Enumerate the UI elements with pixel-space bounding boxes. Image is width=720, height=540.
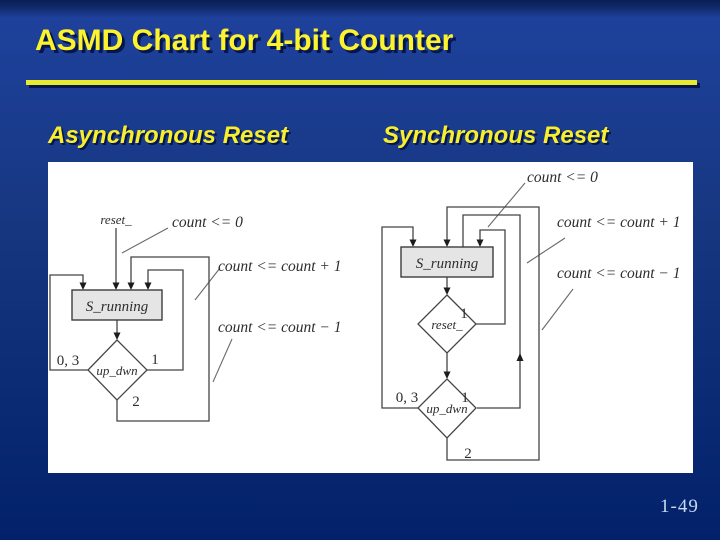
arrowhead (443, 287, 451, 295)
title-underline (26, 80, 697, 85)
async-reset-action-pointer-line (121, 227, 169, 254)
sync-branch-bottom-label: 2 (464, 446, 472, 462)
async-increment-pointer-line (194, 267, 221, 301)
arrowhead (443, 371, 451, 379)
sync-decision1-branch-label: 1 (460, 306, 468, 322)
arrowhead (476, 239, 484, 247)
heading-asynchronous-reset: Asynchronous Reset (48, 122, 289, 149)
sync-decrement-pointer-line (541, 288, 574, 331)
page-number: 1-49 (660, 496, 699, 517)
arrowhead (113, 332, 121, 340)
arrowhead (144, 282, 152, 290)
sync-branch-right-label: 1 (461, 390, 469, 406)
async-reset-diagram: reset_ count <= 0 S_running up_dwn 0, 3 … (49, 212, 342, 422)
async-increment-action-label: count <= count + 1 (218, 258, 342, 275)
arrowhead (112, 282, 120, 290)
sync-reset-action-pointer-line (487, 182, 526, 228)
sync-increment-loop (462, 214, 521, 409)
async-updwn-diamond (87, 339, 148, 401)
sync-branch-left-label: 0, 3 (396, 390, 419, 406)
sync-increment-pointer-line (526, 237, 566, 264)
diagram-panel: reset_ count <= 0 S_running up_dwn 0, 3 … (48, 162, 693, 473)
sync-updwn-diamond (417, 378, 477, 439)
slide-title: ASMD Chart for 4-bit Counter (35, 24, 454, 57)
heading-synchronous-reset: Synchronous Reset (383, 122, 609, 149)
sync-decision2-signal-label: up_dwn (426, 401, 467, 416)
arrowhead (409, 239, 417, 247)
async-decrement-loop (116, 256, 210, 422)
async-branch-right-label: 1 (151, 352, 159, 368)
async-state-box (71, 289, 163, 321)
arrowhead-up (516, 353, 524, 361)
async-branch-left-label: 0, 3 (57, 353, 80, 369)
sync-branch-0-3-loop (381, 226, 418, 409)
async-increment-loop (147, 269, 184, 371)
arrowhead (79, 282, 87, 290)
async-decision-signal-label: up_dwn (96, 363, 137, 378)
arrowhead (443, 239, 451, 247)
asmd-charts-canvas: reset_ count <= 0 S_running up_dwn 0, 3 … (49, 169, 681, 462)
sync-increment-action-label: count <= count + 1 (557, 214, 681, 231)
sync-reset-diamond (417, 294, 477, 354)
async-branch-0-3-loop (49, 274, 88, 371)
async-branch-bottom-label: 2 (132, 394, 140, 410)
sync-state-box (400, 246, 494, 278)
sync-reset-diagram: count <= 0 count <= count + 1 count <= c… (381, 169, 681, 462)
async-state-name-label: S_running (86, 299, 149, 315)
sync-reset-action-label: count <= 0 (527, 169, 598, 186)
async-decrement-action-label: count <= count − 1 (218, 319, 342, 336)
async-reset-signal-label: reset_ (100, 212, 132, 227)
sync-reset-branch-loop (476, 229, 506, 325)
sync-decrement-action-label: count <= count − 1 (557, 265, 681, 282)
arrowhead (127, 282, 135, 290)
sync-decrement-loop (446, 206, 540, 461)
async-reset-action-label: count <= 0 (172, 214, 243, 231)
sync-decision1-signal-label: reset_ (431, 317, 463, 332)
async-decrement-pointer-line (212, 338, 233, 383)
sync-state-name-label: S_running (416, 256, 479, 272)
